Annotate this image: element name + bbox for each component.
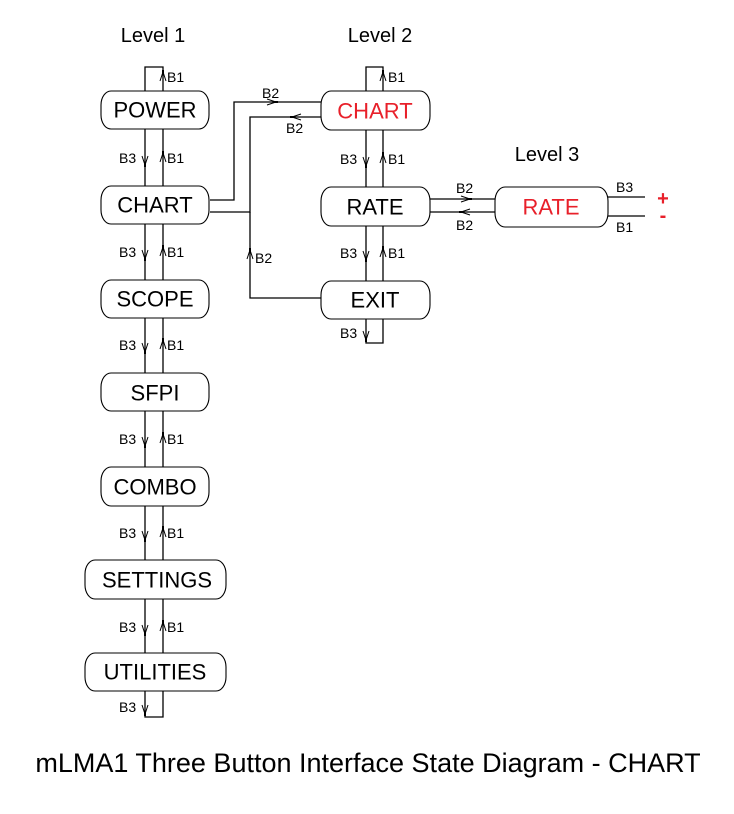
- state-chart-level1[interactable]: CHART: [100, 185, 210, 225]
- b3-down-arrow-icon: [141, 436, 149, 448]
- chart-power-b1-label: B1: [167, 150, 184, 166]
- chart2-chart1-b2-label: B2: [286, 120, 303, 136]
- increase-sign: +: [657, 188, 669, 210]
- exit-chart1-b2-label: B2: [255, 250, 272, 266]
- exit-self-b3-label: B3: [340, 325, 357, 341]
- sfpi-combo-b3-label: B3: [119, 431, 136, 447]
- state-power[interactable]: POWER: [100, 90, 210, 130]
- rate-exit-b3-label: B3: [340, 245, 357, 261]
- b3-down-arrow-icon: [141, 249, 149, 261]
- utilities-self-b3-label: B3: [119, 699, 136, 715]
- state-power-label: POWER: [113, 98, 196, 123]
- state-scope-label: SCOPE: [116, 287, 193, 312]
- level2-connectors: [365, 66, 384, 344]
- scope-chart-b1-label: B1: [167, 244, 184, 260]
- b1-up-arrow-icon: [159, 432, 167, 444]
- chart1-chart2-b2-label: B2: [262, 85, 279, 101]
- settings-combo-b1-label: B1: [167, 525, 184, 541]
- state-exit-label: EXIT: [351, 288, 400, 313]
- exit-rate-b1-label: B1: [388, 245, 405, 261]
- exit-to-chart1-line: [249, 212, 321, 299]
- b1-up-arrow-icon: [159, 526, 167, 538]
- rate3-plus-b3-label: B3: [616, 179, 633, 195]
- chart-scope-b3-label: B3: [119, 244, 136, 260]
- power-self-b1-label: B1: [167, 69, 184, 85]
- state-settings-label: SETTINGS: [102, 568, 212, 593]
- b3-down-arrow-icon: [362, 330, 370, 342]
- b1-up-arrow-icon: [159, 151, 167, 163]
- chart2-rate-b3-label: B3: [340, 151, 357, 167]
- state-rate-level2-label: RATE: [346, 195, 403, 220]
- b2-left-arrow-icon: [290, 113, 302, 121]
- level-2-label: Level 2: [348, 25, 413, 47]
- b2-right-arrow-icon: [460, 195, 472, 203]
- state-utilities-label: UTILITIES: [104, 660, 207, 685]
- state-rate-level3[interactable]: RATE: [494, 186, 609, 228]
- b1-up-arrow-icon: [379, 70, 387, 82]
- chart2-self-loop: [365, 66, 384, 91]
- button-labels: B1 B3 B1 B3 B1 B3 B1 B3 B1 B3 B1 B3 B1 B…: [119, 69, 633, 715]
- chart2-to-chart1-line: [210, 116, 321, 213]
- b1-up-arrow-icon: [159, 70, 167, 82]
- b2-up-arrow-icon: [246, 248, 254, 260]
- state-rate-level2[interactable]: RATE: [320, 186, 431, 227]
- state-exit[interactable]: EXIT: [320, 280, 431, 320]
- state-scope[interactable]: SCOPE: [100, 279, 210, 319]
- b1-up-arrow-icon: [379, 246, 387, 258]
- rate2-rate3-b2-label: B2: [456, 180, 473, 196]
- b3-down-arrow-icon: [141, 155, 149, 167]
- rate3-rate2-b2-label: B2: [456, 217, 473, 233]
- b3-down-arrow-icon: [141, 342, 149, 354]
- combo-sfpi-b1-label: B1: [167, 431, 184, 447]
- b3-down-arrow-icon: [141, 624, 149, 636]
- power-self-loop: [144, 66, 164, 91]
- rate3-minus-b1-label: B1: [616, 219, 633, 235]
- state-sfpi[interactable]: SFPI: [100, 372, 210, 412]
- rate-chart2-b1-label: B1: [388, 151, 405, 167]
- level-1-label: Level 1: [121, 25, 186, 47]
- state-combo-label: COMBO: [113, 475, 196, 500]
- b3-down-arrow-icon: [141, 704, 149, 716]
- utilities-settings-b1-label: B1: [167, 619, 184, 635]
- exit-self-loop: [365, 319, 384, 344]
- b1-up-arrow-icon: [159, 620, 167, 632]
- sfpi-scope-b1-label: B1: [167, 337, 184, 353]
- state-chart-level2[interactable]: CHART: [320, 90, 431, 131]
- settings-utilities-b3-label: B3: [119, 619, 136, 635]
- state-chart-level2-label: CHART: [337, 99, 412, 124]
- arrow-heads: [141, 70, 472, 716]
- level1-connectors: [144, 66, 164, 718]
- b2-right-arrow-icon: [266, 98, 278, 106]
- b2-left-arrow-icon: [459, 208, 471, 216]
- state-chart-level1-label: CHART: [117, 193, 192, 218]
- b3-down-arrow-icon: [141, 530, 149, 542]
- b1-up-arrow-icon: [159, 338, 167, 350]
- level-3-label: Level 3: [515, 144, 580, 166]
- state-rate-level3-label: RATE: [522, 195, 579, 220]
- b3-down-arrow-icon: [362, 250, 370, 262]
- power-chart-b3-label: B3: [119, 150, 136, 166]
- b1-up-arrow-icon: [379, 152, 387, 164]
- chart2-self-b1-label: B1: [388, 69, 405, 85]
- diagram-title: mLMA1 Three Button Interface State Diagr…: [35, 748, 700, 778]
- scope-sfpi-b3-label: B3: [119, 337, 136, 353]
- state-sfpi-label: SFPI: [131, 381, 180, 406]
- b1-up-arrow-icon: [159, 245, 167, 257]
- utilities-self-loop: [144, 691, 164, 718]
- state-combo[interactable]: COMBO: [100, 466, 210, 507]
- state-settings[interactable]: SETTINGS: [84, 559, 227, 600]
- decrease-sign: -: [660, 205, 667, 227]
- state-utilities[interactable]: UTILITIES: [84, 652, 227, 692]
- b3-down-arrow-icon: [362, 156, 370, 168]
- combo-settings-b3-label: B3: [119, 525, 136, 541]
